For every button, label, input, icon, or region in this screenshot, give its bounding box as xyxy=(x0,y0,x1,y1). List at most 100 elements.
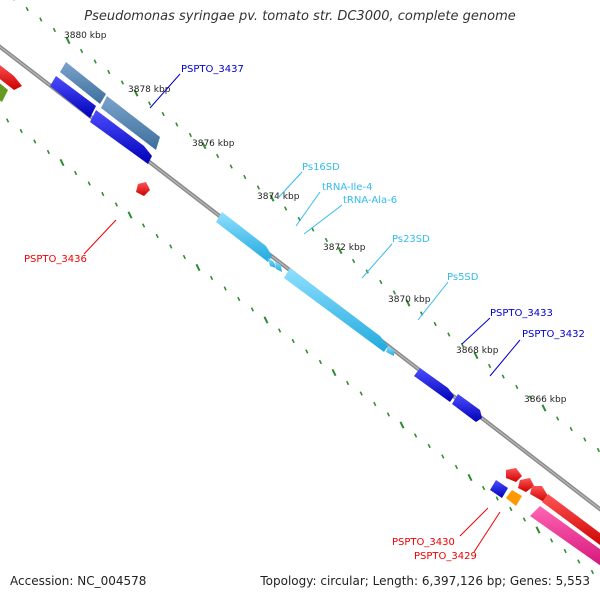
cds-pspto-3429[interactable] xyxy=(506,490,522,506)
tick-mark xyxy=(351,258,356,264)
ruler-label: 3866 kbp xyxy=(524,395,567,405)
tick-mark xyxy=(215,153,220,159)
label-pspto-3432[interactable]: PSPTO_3432 xyxy=(522,329,585,340)
tick-mark xyxy=(195,263,201,272)
tick-mark xyxy=(73,170,78,176)
tick-mark xyxy=(169,244,173,249)
tick-mark xyxy=(65,36,71,45)
tick-mark xyxy=(305,349,309,354)
tick-mark xyxy=(331,368,337,377)
tick-mark xyxy=(127,211,133,219)
tick-mark xyxy=(269,194,275,202)
label-ps5sd[interactable]: Ps5SD xyxy=(447,272,479,283)
tick-mark xyxy=(324,237,329,243)
tick-mark xyxy=(318,359,323,365)
tick-mark xyxy=(427,443,431,449)
ruler-label: 3876 kbp xyxy=(192,139,235,149)
cds-pink[interactable] xyxy=(530,506,600,568)
cds-pspto-3433[interactable] xyxy=(414,368,454,402)
label-pspto-3433[interactable]: PSPTO_3433 xyxy=(490,308,553,319)
tick-mark xyxy=(25,6,29,12)
ruler-label: 3880 kbp xyxy=(64,31,107,41)
cds-red-cluster-3[interactable] xyxy=(530,486,548,502)
cds-edge-red[interactable] xyxy=(0,62,22,90)
tick-mark xyxy=(535,526,541,534)
tick-mark xyxy=(379,279,383,285)
cds-blue-2[interactable] xyxy=(90,110,152,164)
map-title: Pseudomonas syringae pv. tomato str. DC3… xyxy=(84,9,516,24)
rrna-ps23sd[interactable] xyxy=(284,268,388,352)
tick-mark xyxy=(229,164,233,169)
tick-mark xyxy=(441,454,445,459)
tick-mark xyxy=(399,421,405,429)
tick-mark xyxy=(277,328,282,333)
ruler-labels: 3880 kbp 3878 kbp 3876 kbp 3874 kbp 3872… xyxy=(64,31,567,405)
ruler-label: 3878 kbp xyxy=(128,85,171,95)
tick-mark xyxy=(583,437,587,442)
label-ps16sd[interactable]: Ps16SD xyxy=(302,162,340,173)
cds-steel-1[interactable] xyxy=(60,62,106,104)
trna-ala-6[interactable] xyxy=(275,261,282,272)
tick-mark xyxy=(291,338,295,344)
cds-red-cluster-1[interactable] xyxy=(506,468,522,482)
tick-mark xyxy=(147,101,152,106)
label-pspto-3430[interactable]: PSPTO_3430 xyxy=(392,537,455,548)
feature-layer[interactable] xyxy=(0,62,600,568)
tick-mark xyxy=(120,80,125,85)
ruler-label: 3872 kbp xyxy=(323,243,366,253)
tick-mark xyxy=(107,69,111,75)
tick-mark xyxy=(283,206,288,211)
tick-mark xyxy=(495,496,499,501)
tick-mark xyxy=(515,384,519,390)
tick-mark xyxy=(596,447,600,453)
tick-mark xyxy=(359,391,363,396)
tick-mark xyxy=(256,185,261,190)
tick-mark xyxy=(155,233,159,239)
label-trna-ala-6[interactable]: tRNA-Ala-6 xyxy=(343,195,397,206)
label-pspto-3437[interactable]: PSPTO_3437 xyxy=(181,64,244,75)
tick-mark xyxy=(161,111,165,117)
tick-mark xyxy=(373,401,377,407)
summary-text: Topology: circular; Length: 6,397,126 bp… xyxy=(260,574,590,588)
tick-mark xyxy=(133,89,139,97)
tick-mark xyxy=(481,485,486,491)
tick-mark xyxy=(93,59,97,64)
tick-mark xyxy=(79,48,84,54)
cds-red-cluster-4[interactable] xyxy=(542,494,600,548)
cds-red-cluster-2[interactable] xyxy=(518,478,534,492)
rrna-ps5sd[interactable] xyxy=(386,346,394,356)
tick-mark xyxy=(175,122,179,127)
tick-mark xyxy=(345,380,350,386)
cds-blue-1[interactable] xyxy=(50,76,96,118)
tick-mark xyxy=(392,290,397,295)
trna-ile-4[interactable] xyxy=(268,258,276,268)
ruler-label: 3870 kbp xyxy=(388,295,431,305)
tick-mark xyxy=(549,538,554,543)
tick-mark xyxy=(188,132,193,138)
tick-mark xyxy=(114,202,119,207)
cds-pspto-3432[interactable] xyxy=(452,394,482,422)
tick-mark xyxy=(460,342,465,348)
tick-mark xyxy=(201,141,207,150)
tick-mark xyxy=(405,299,411,307)
tick-mark xyxy=(569,426,573,432)
accession-text: Accession: NC_004578 xyxy=(10,574,147,588)
tick-mark xyxy=(386,412,391,417)
tick-mark xyxy=(528,395,533,400)
label-ps23sd[interactable]: Ps23SD xyxy=(392,234,430,245)
cds-pspto-3436[interactable] xyxy=(136,182,150,196)
label-pspto-3436[interactable]: PSPTO_3436 xyxy=(24,254,87,265)
tick-mark xyxy=(555,416,560,421)
tick-mark xyxy=(39,17,43,22)
label-pspto-3429[interactable]: PSPTO_3429 xyxy=(414,551,477,562)
cds-steel-2[interactable] xyxy=(101,96,160,150)
label-trna-ile-4[interactable]: tRNA-Ile-4 xyxy=(322,182,372,193)
tick-mark xyxy=(250,307,255,312)
rrna-ps16sd[interactable] xyxy=(216,212,272,262)
tick-mark xyxy=(454,464,459,470)
cds-edge-olive[interactable] xyxy=(0,80,8,102)
cds-pspto-3430[interactable] xyxy=(490,480,508,498)
tick-mark xyxy=(237,296,241,302)
tick-mark xyxy=(59,158,65,167)
